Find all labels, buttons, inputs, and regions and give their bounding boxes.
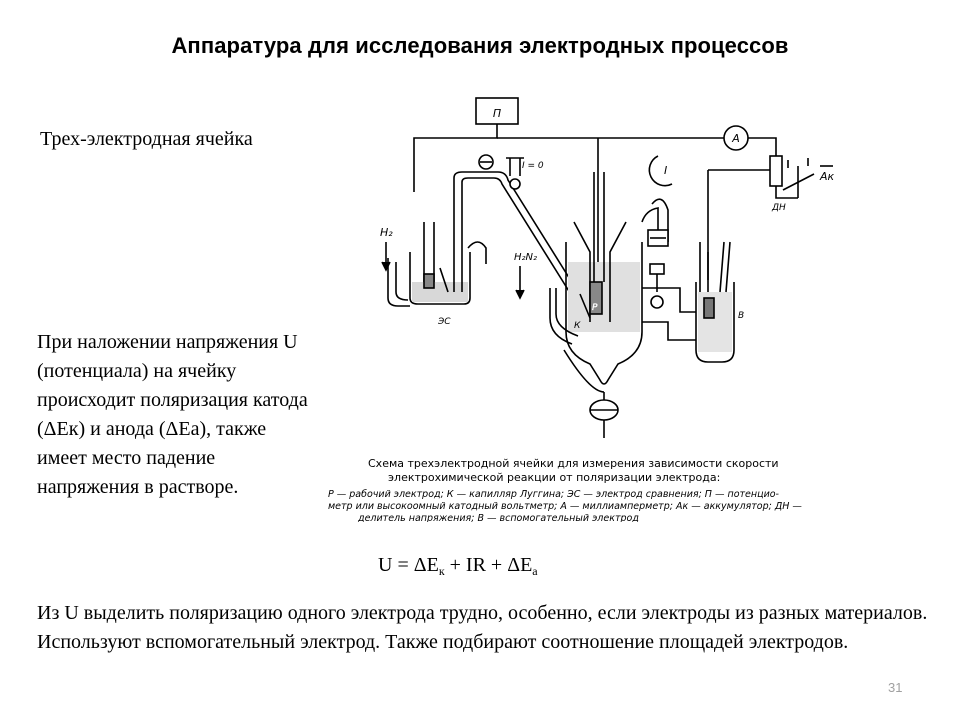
slide-subtitle: Трех-электродная ячейка (40, 128, 253, 150)
cell-bridge (642, 263, 696, 341)
caption-line-2: электрохимической реакции от поляризации… (388, 471, 720, 484)
footer-paragraph: Из U выделить поляризацию одного электро… (37, 602, 928, 653)
ammeter-label: А (731, 132, 740, 145)
voltage-divider: ДН Ак (769, 155, 835, 213)
current-label: I (664, 164, 667, 177)
potentiometer: П (475, 97, 519, 125)
formula-part-1: U = ΔE (378, 554, 439, 576)
formula-part-2: + IR + ΔE (444, 554, 533, 576)
body-paragraph: При наложении напряжения U (потенциала) … (37, 331, 308, 498)
circuit-wires (413, 124, 833, 282)
current-indicator: I (648, 155, 673, 187)
accumulator-label: Ак (819, 170, 835, 183)
potentiometer-label: П (493, 107, 501, 120)
polarization-formula: U = ΔEк + IR + ΔEа (378, 554, 538, 579)
zero-current-label: I = 0 (522, 161, 544, 171)
caption-legend-1: Р — рабочий электрод; К — капилляр Лугги… (328, 489, 780, 500)
slide-title: Аппаратура для исследования электродных … (171, 33, 789, 58)
reference-label: ЭС (437, 317, 451, 327)
ammeter: А (723, 125, 749, 151)
main-cell: Р К H₂N₂ (514, 172, 669, 393)
reference-vessel: ЭС (387, 222, 471, 327)
salt-bridge: I = 0 (453, 154, 579, 297)
divider-label: ДН (771, 203, 786, 213)
caption-legend-3: делитель напряжения; В — вспомогательный… (357, 513, 639, 522)
caption-line-1: Схема трехэлектродной ячейки для измерен… (368, 457, 779, 470)
auxiliary-vessel: В (695, 241, 744, 363)
caption-legend-2: метр или высокоомный катодный вольтметр;… (328, 501, 802, 512)
page-number: 31 (888, 680, 903, 695)
h2-label: H₂ (380, 226, 393, 239)
working-electrode-label: Р (592, 303, 598, 313)
h2n2-label: H₂N₂ (514, 252, 537, 263)
three-electrode-cell-diagram: П А ДН Ак I ЭС H₂ (328, 97, 835, 522)
formula-subscript-1: к (438, 564, 445, 578)
formula-subscript-2: а (532, 564, 538, 578)
diagram-caption: Схема трехэлектродной ячейки для измерен… (328, 457, 802, 522)
cell-stopcock (589, 392, 619, 438)
auxiliary-label: В (738, 311, 744, 321)
capillary-label: К (574, 321, 581, 331)
hydrogen-inlet: H₂ (380, 226, 393, 272)
